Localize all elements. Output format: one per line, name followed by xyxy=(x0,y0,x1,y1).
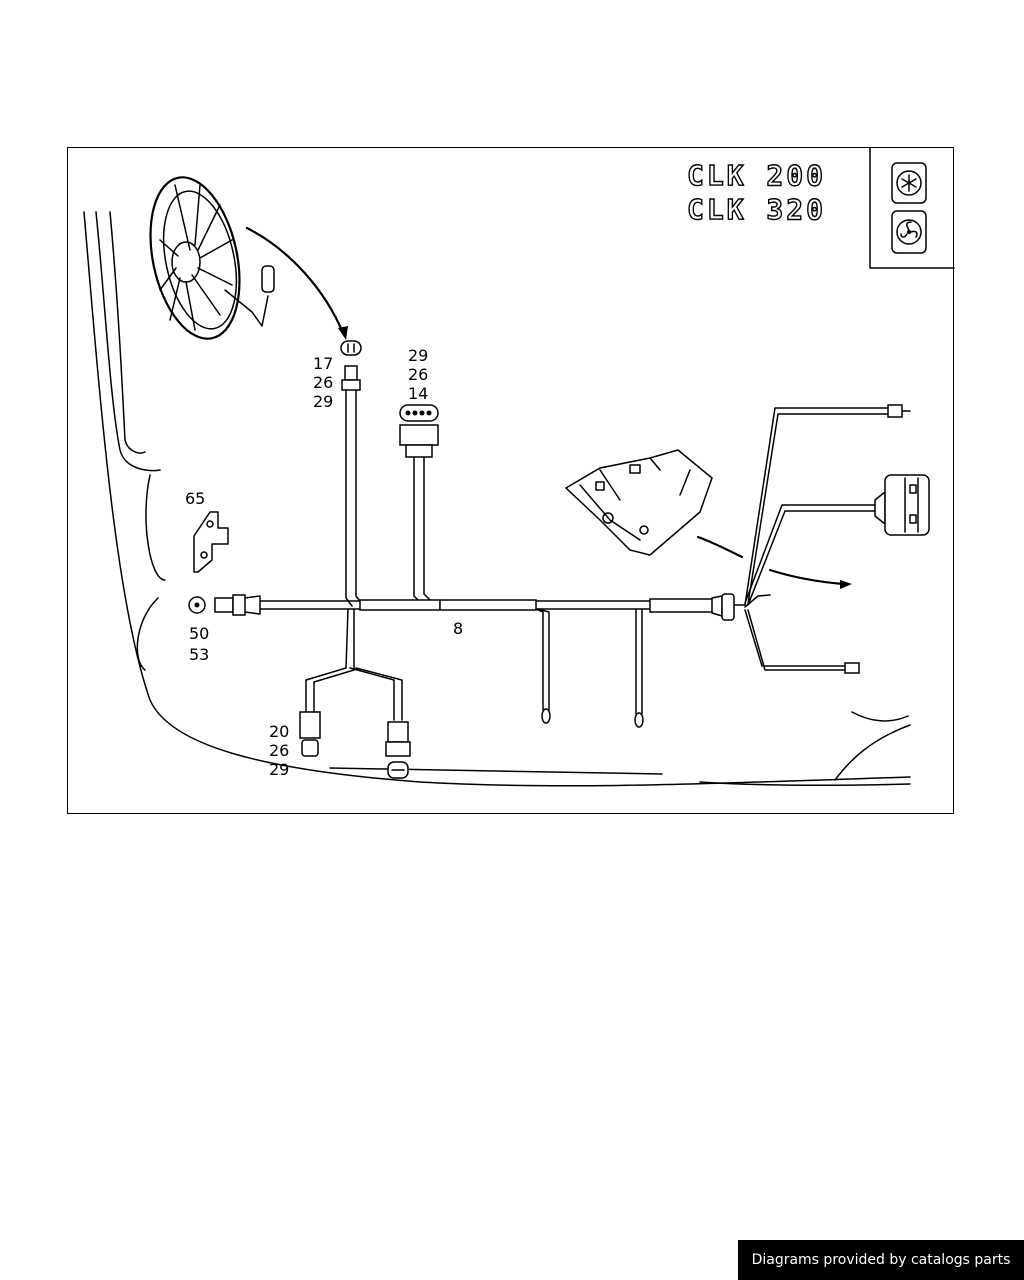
snowflake-icon xyxy=(891,162,927,204)
callout-bracket: 65 xyxy=(185,489,205,508)
mounting-bracket xyxy=(193,511,229,573)
callout-fan-connector: 17 26 29 xyxy=(313,354,333,411)
svg-text:14: 14 xyxy=(408,384,428,403)
callout-multi-connector: 29 26 14 xyxy=(408,346,428,403)
footer-credit: Diagrams provided by catalogs parts xyxy=(738,1240,1024,1280)
fan-icon xyxy=(891,210,927,254)
cooling-fan-assembly xyxy=(149,176,275,340)
svg-text:26: 26 xyxy=(269,741,289,760)
svg-text:8: 8 xyxy=(453,619,463,638)
grommet xyxy=(188,594,261,616)
svg-text:20: 20 xyxy=(269,722,289,741)
control-unit xyxy=(564,449,852,589)
model-label-1: CLK 200 xyxy=(687,159,826,192)
svg-text:50: 50 xyxy=(189,624,209,643)
svg-text:53: 53 xyxy=(189,645,209,664)
svg-text:17: 17 xyxy=(313,354,333,373)
fan-connector xyxy=(340,340,363,607)
svg-text:29: 29 xyxy=(313,392,333,411)
callout-grommet: 50 53 xyxy=(189,624,209,664)
svg-text:26: 26 xyxy=(313,373,333,392)
lower-connectors xyxy=(299,711,411,779)
svg-text:65: 65 xyxy=(185,489,205,508)
fan-connection-arrow xyxy=(245,226,348,340)
right-harness-branches xyxy=(744,404,930,674)
model-label-2: CLK 320 xyxy=(687,193,826,226)
multi-pin-connector xyxy=(399,404,439,607)
svg-text:29: 29 xyxy=(408,346,428,365)
callout-lower-connector: 20 26 29 xyxy=(269,722,289,779)
svg-text:26: 26 xyxy=(408,365,428,384)
car-body-outline xyxy=(83,211,911,787)
main-harness xyxy=(259,593,746,728)
diagram-frame xyxy=(67,147,954,814)
svg-text:29: 29 xyxy=(269,760,289,779)
icon-panel xyxy=(869,147,955,269)
callout-harness: 8 xyxy=(453,619,463,638)
